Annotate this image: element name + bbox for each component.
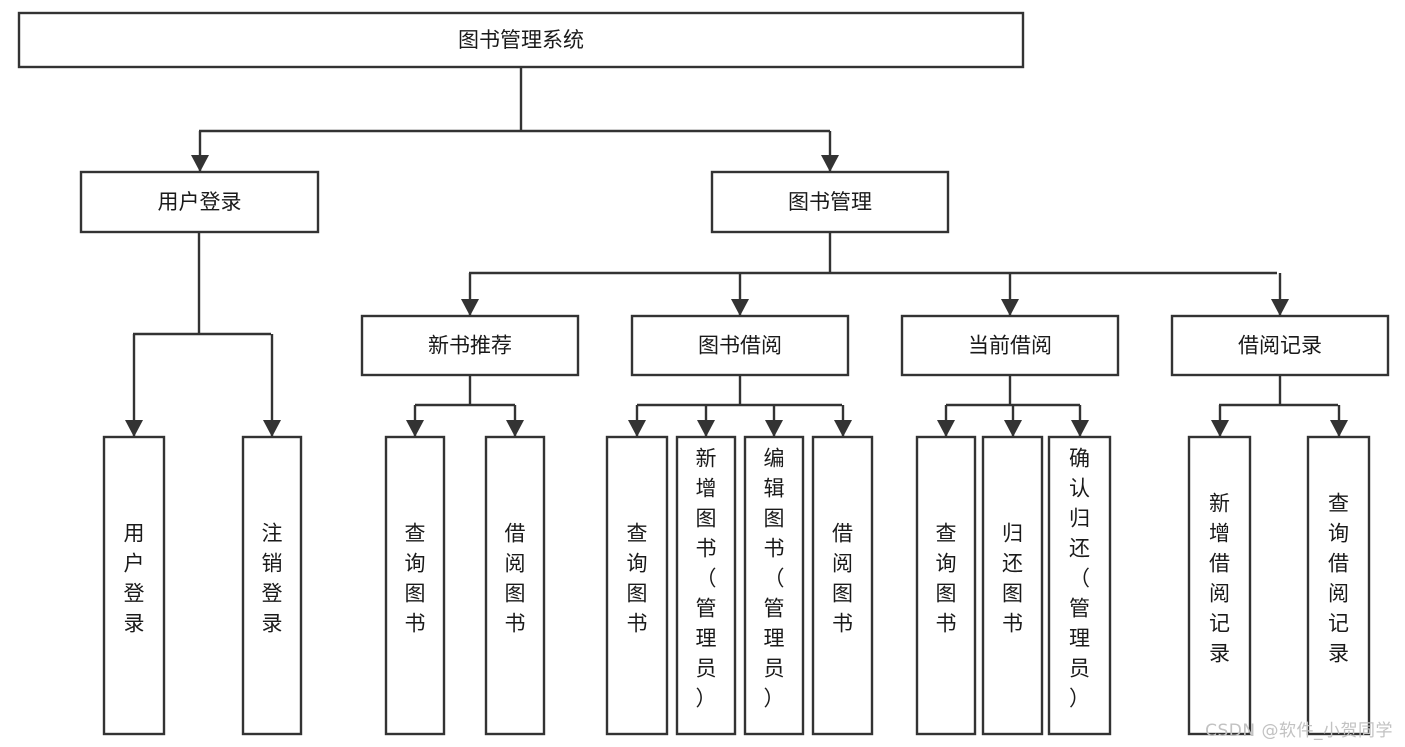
node-borrow-record-box[interactable] [1170,314,1390,377]
arrow-leaf-query-borrow-record [1330,420,1348,437]
arrow-new-book-recommend [461,299,479,316]
node-leaf-edit-book-box[interactable] [743,435,805,736]
node-leaf-add-book[interactable]: 新增图书（管理员） [675,435,737,736]
connector-layer [125,67,1348,437]
node-layer: 图书管理系统用户登录图书管理新书推荐图书借阅当前借阅借阅记录用户登录注销登录查询… [17,11,1390,736]
node-book-borrow-label: 图书借阅 [698,334,782,358]
node-leaf-add-borrow-record[interactable]: 新增借阅记录 [1187,435,1252,736]
node-leaf-confirm-return-label: 确认归还（管理员） [1069,447,1090,711]
node-new-book-recommend[interactable]: 新书推荐 [360,314,580,377]
node-user-login-label: 用户登录 [158,190,242,214]
arrow-leaf-query-book-borrow [628,420,646,437]
node-leaf-user-login[interactable]: 用户登录 [102,435,166,736]
node-borrow-record[interactable]: 借阅记录 [1170,314,1390,377]
node-user-login[interactable]: 用户登录 [79,170,320,234]
arrow-leaf-edit-book [765,420,783,437]
node-leaf-return-book-box[interactable] [981,435,1044,736]
node-leaf-user-login-label: 用户登录 [124,522,145,636]
node-book-manage-box[interactable] [710,170,950,234]
arrow-leaf-query-book-current [937,420,955,437]
node-book-borrow-box[interactable] [630,314,850,377]
node-root-label: 图书管理系统 [458,28,584,52]
arrow-borrow-record [1271,299,1289,316]
node-current-borrow-box[interactable] [900,314,1120,377]
node-new-book-recommend-box[interactable] [360,314,580,377]
node-leaf-user-logout[interactable]: 注销登录 [241,435,303,736]
node-leaf-query-book-current-box[interactable] [915,435,977,736]
node-leaf-user-login-box[interactable] [102,435,166,736]
node-leaf-edit-book[interactable]: 编辑图书（管理员） [743,435,805,736]
arrow-book-manage [821,155,839,172]
node-root[interactable]: 图书管理系统 [17,11,1025,69]
node-current-borrow[interactable]: 当前借阅 [900,314,1120,377]
node-current-borrow-label: 当前借阅 [968,334,1052,358]
node-leaf-borrow-book-rec-box[interactable] [484,435,546,736]
arrow-leaf-borrow-book-rec [506,420,524,437]
arrow-leaf-add-borrow-record [1211,420,1229,437]
node-new-book-recommend-label: 新书推荐 [428,334,512,358]
node-leaf-query-book-rec[interactable]: 查询图书 [384,435,446,736]
node-leaf-add-borrow-record-label: 新增借阅记录 [1209,492,1230,666]
node-leaf-borrow-book-box[interactable] [811,435,874,736]
node-leaf-query-book-rec-label: 查询图书 [405,522,426,636]
arrow-leaf-confirm-return [1071,420,1089,437]
arrow-current-borrow [1001,299,1019,316]
node-leaf-add-book-box[interactable] [675,435,737,736]
node-leaf-query-book-borrow-label: 查询图书 [627,522,648,636]
node-leaf-borrow-book[interactable]: 借阅图书 [811,435,874,736]
arrow-leaf-add-book [697,420,715,437]
node-leaf-add-borrow-record-box[interactable] [1187,435,1252,736]
node-leaf-query-book-borrow[interactable]: 查询图书 [605,435,669,736]
arrow-leaf-query-book-rec [406,420,424,437]
node-leaf-borrow-book-rec[interactable]: 借阅图书 [484,435,546,736]
node-leaf-query-borrow-record[interactable]: 查询借阅记录 [1306,435,1371,736]
node-leaf-query-book-current[interactable]: 查询图书 [915,435,977,736]
arrow-leaf-user-login [125,420,143,437]
node-book-manage-label: 图书管理 [788,190,872,214]
arrow-book-borrow [731,299,749,316]
arrow-leaf-user-logout [263,420,281,437]
node-leaf-confirm-return[interactable]: 确认归还（管理员） [1047,435,1112,736]
node-leaf-query-book-rec-box[interactable] [384,435,446,736]
node-leaf-confirm-return-box[interactable] [1047,435,1112,736]
node-leaf-query-borrow-record-label: 查询借阅记录 [1328,492,1349,666]
arrow-user-login [191,155,209,172]
node-leaf-query-book-borrow-box[interactable] [605,435,669,736]
arrow-leaf-borrow-book [834,420,852,437]
node-leaf-user-logout-box[interactable] [241,435,303,736]
node-leaf-return-book[interactable]: 归还图书 [981,435,1044,736]
node-book-borrow[interactable]: 图书借阅 [630,314,850,377]
node-leaf-query-borrow-record-box[interactable] [1306,435,1371,736]
arrow-leaf-return-book [1004,420,1022,437]
node-book-manage[interactable]: 图书管理 [710,170,950,234]
node-leaf-user-logout-label: 注销登录 [262,522,283,636]
node-borrow-record-label: 借阅记录 [1238,334,1322,358]
csdn-watermark: CSDN @软件_小贺同学 [1205,721,1393,741]
node-leaf-query-book-current-label: 查询图书 [936,522,957,636]
node-root-box[interactable] [17,11,1025,69]
node-user-login-box[interactable] [79,170,320,234]
node-leaf-borrow-book-label: 借阅图书 [832,522,853,636]
node-leaf-return-book-label: 归还图书 [1002,522,1023,636]
node-leaf-add-book-label: 新增图书（管理员） [696,447,717,711]
node-leaf-borrow-book-rec-label: 借阅图书 [505,522,526,636]
node-leaf-edit-book-label: 编辑图书（管理员） [764,447,785,711]
